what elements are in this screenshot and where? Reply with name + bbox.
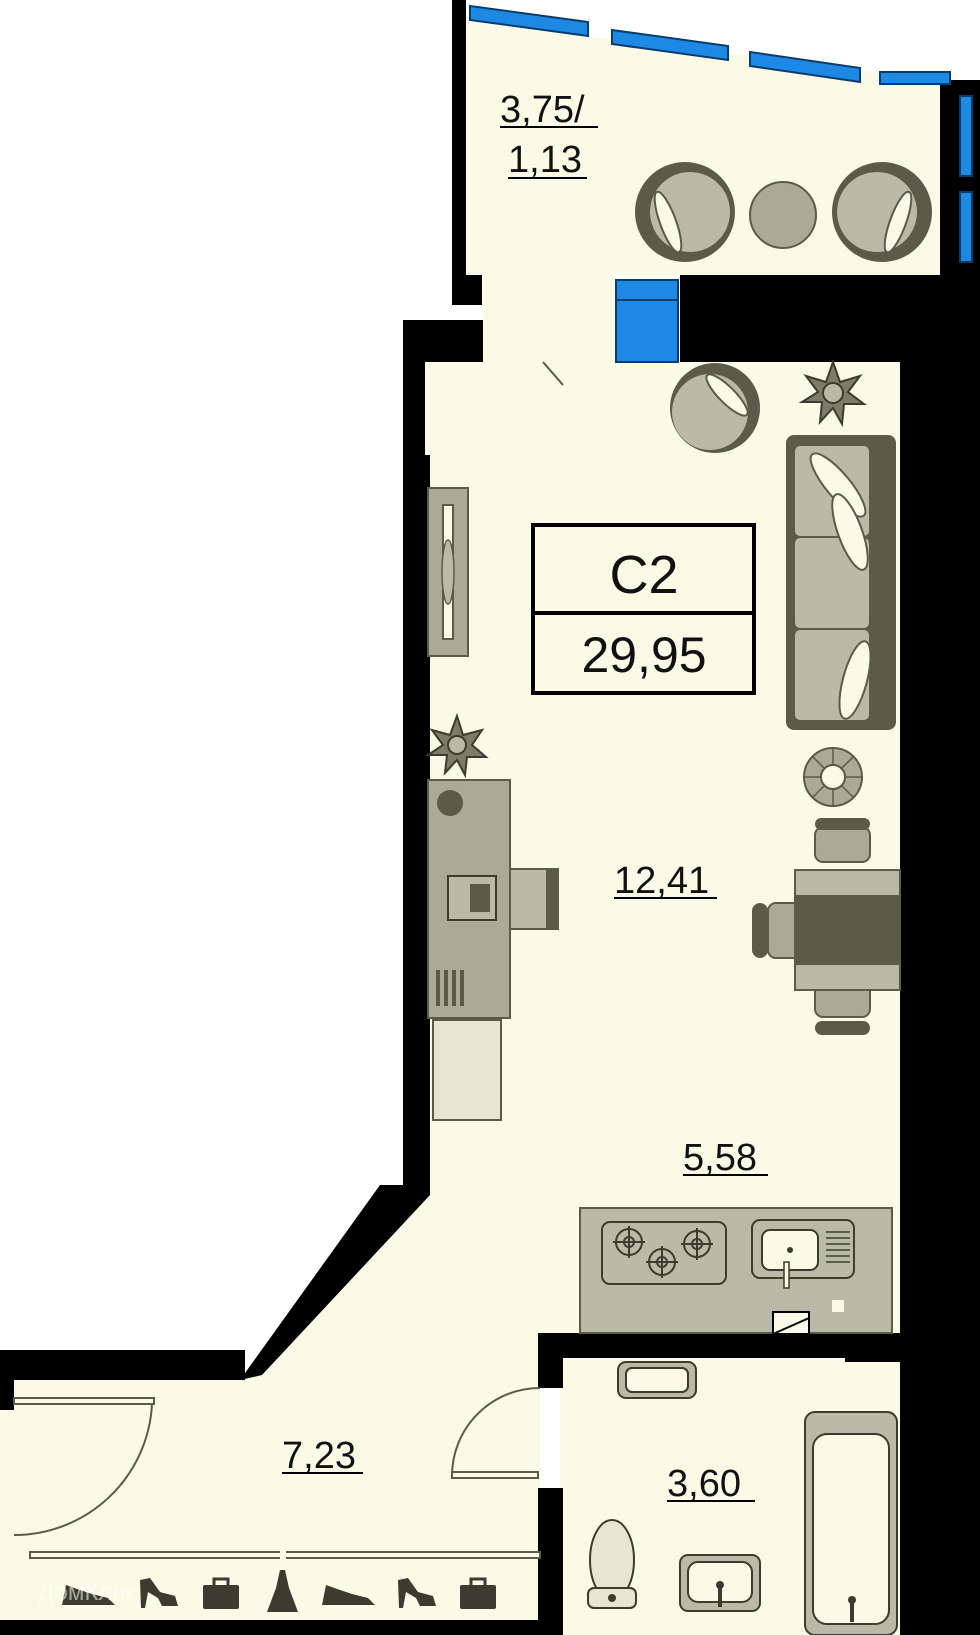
desk-icon bbox=[427, 779, 559, 1019]
room-labels: 3,75/ 1,13 12,41 5,58 7,23 3,60 bbox=[282, 89, 768, 1505]
living-furniture bbox=[424, 358, 901, 1121]
balcony-door-mark bbox=[542, 361, 564, 386]
high-heel-icon bbox=[140, 1578, 178, 1608]
window-balcony-2 bbox=[611, 28, 729, 62]
cabinet-icon bbox=[432, 1019, 502, 1121]
towel-rail-icon bbox=[617, 1361, 697, 1399]
unit-type: C2 bbox=[609, 545, 678, 605]
balcony-area-top: 3,75/ bbox=[500, 89, 585, 131]
balcony-furniture bbox=[635, 162, 932, 262]
unit-total-area: 29,95 bbox=[581, 627, 706, 683]
high-heel-icon-2 bbox=[398, 1578, 436, 1608]
window-balcony-1 bbox=[469, 4, 589, 38]
window-balcony-3 bbox=[749, 50, 861, 84]
unit-label: C2 29,95 bbox=[531, 523, 756, 695]
dress-icon bbox=[267, 1570, 298, 1612]
wardrobe-items bbox=[62, 1570, 496, 1612]
wall-hallway-left bbox=[0, 1380, 14, 1410]
window-balcony-side-1 bbox=[959, 95, 973, 177]
sneaker-icon-2 bbox=[322, 1585, 375, 1605]
watermark: ДомКлик bbox=[38, 1579, 137, 1606]
armchair-right-icon bbox=[832, 162, 932, 262]
dining-table-icon bbox=[752, 818, 901, 1035]
wall-hallway-bottom bbox=[0, 1620, 560, 1635]
toilet-icon bbox=[587, 1519, 637, 1609]
kitchen-counter bbox=[579, 1207, 893, 1335]
armchair-top-icon bbox=[670, 363, 760, 453]
bathroom-fixtures bbox=[587, 1361, 898, 1635]
sneaker-icon bbox=[62, 1585, 115, 1605]
hallway-elements bbox=[13, 1387, 541, 1612]
balcony-area-bottom: 1,13 bbox=[508, 139, 582, 181]
washbasin-icon bbox=[679, 1554, 761, 1612]
tv-stand-icon bbox=[427, 487, 469, 657]
armchair-left-icon bbox=[635, 162, 735, 262]
plant-icon bbox=[798, 358, 867, 428]
wall-balcony-bottom-left bbox=[452, 275, 482, 305]
bathroom-area: 3,60 bbox=[667, 1463, 741, 1505]
kitchen-area: 5,58 bbox=[683, 1137, 757, 1179]
pouf-icon bbox=[803, 747, 863, 807]
briefcase-icon bbox=[203, 1577, 239, 1609]
living-area: 12,41 bbox=[614, 860, 709, 902]
balcony-door-opening bbox=[483, 275, 613, 363]
coffee-table-icon bbox=[749, 181, 817, 249]
hallway-area: 7,23 bbox=[282, 1435, 356, 1477]
vent-icon bbox=[772, 1311, 810, 1335]
wall-right-outer bbox=[680, 275, 980, 1635]
hallway-floor bbox=[0, 1195, 540, 1635]
kitchen-sink-icon bbox=[751, 1219, 855, 1289]
wall-bath-left-bottom bbox=[538, 1488, 563, 1635]
bathtub-icon bbox=[804, 1411, 898, 1635]
wall-hallway-top bbox=[0, 1350, 245, 1380]
bathroom-door-icon bbox=[451, 1387, 541, 1479]
plant-left-icon bbox=[424, 712, 489, 779]
wall-diagonal bbox=[240, 1185, 430, 1380]
sofa-icon bbox=[786, 435, 896, 730]
window-balcony-4 bbox=[879, 71, 951, 85]
wall-balcony-left bbox=[452, 0, 466, 300]
entrance-door-icon bbox=[13, 1397, 155, 1537]
stove-icon bbox=[601, 1221, 727, 1285]
wall-left-outer bbox=[403, 320, 483, 1195]
wall-bath-top bbox=[538, 1333, 900, 1358]
wall-bath-left-top bbox=[538, 1333, 563, 1388]
riser-block-bottom bbox=[845, 1337, 900, 1362]
window-balcony-side-2 bbox=[959, 191, 973, 263]
windows bbox=[469, 4, 973, 363]
briefcase-icon-2 bbox=[460, 1577, 496, 1609]
window-main bbox=[615, 279, 679, 363]
